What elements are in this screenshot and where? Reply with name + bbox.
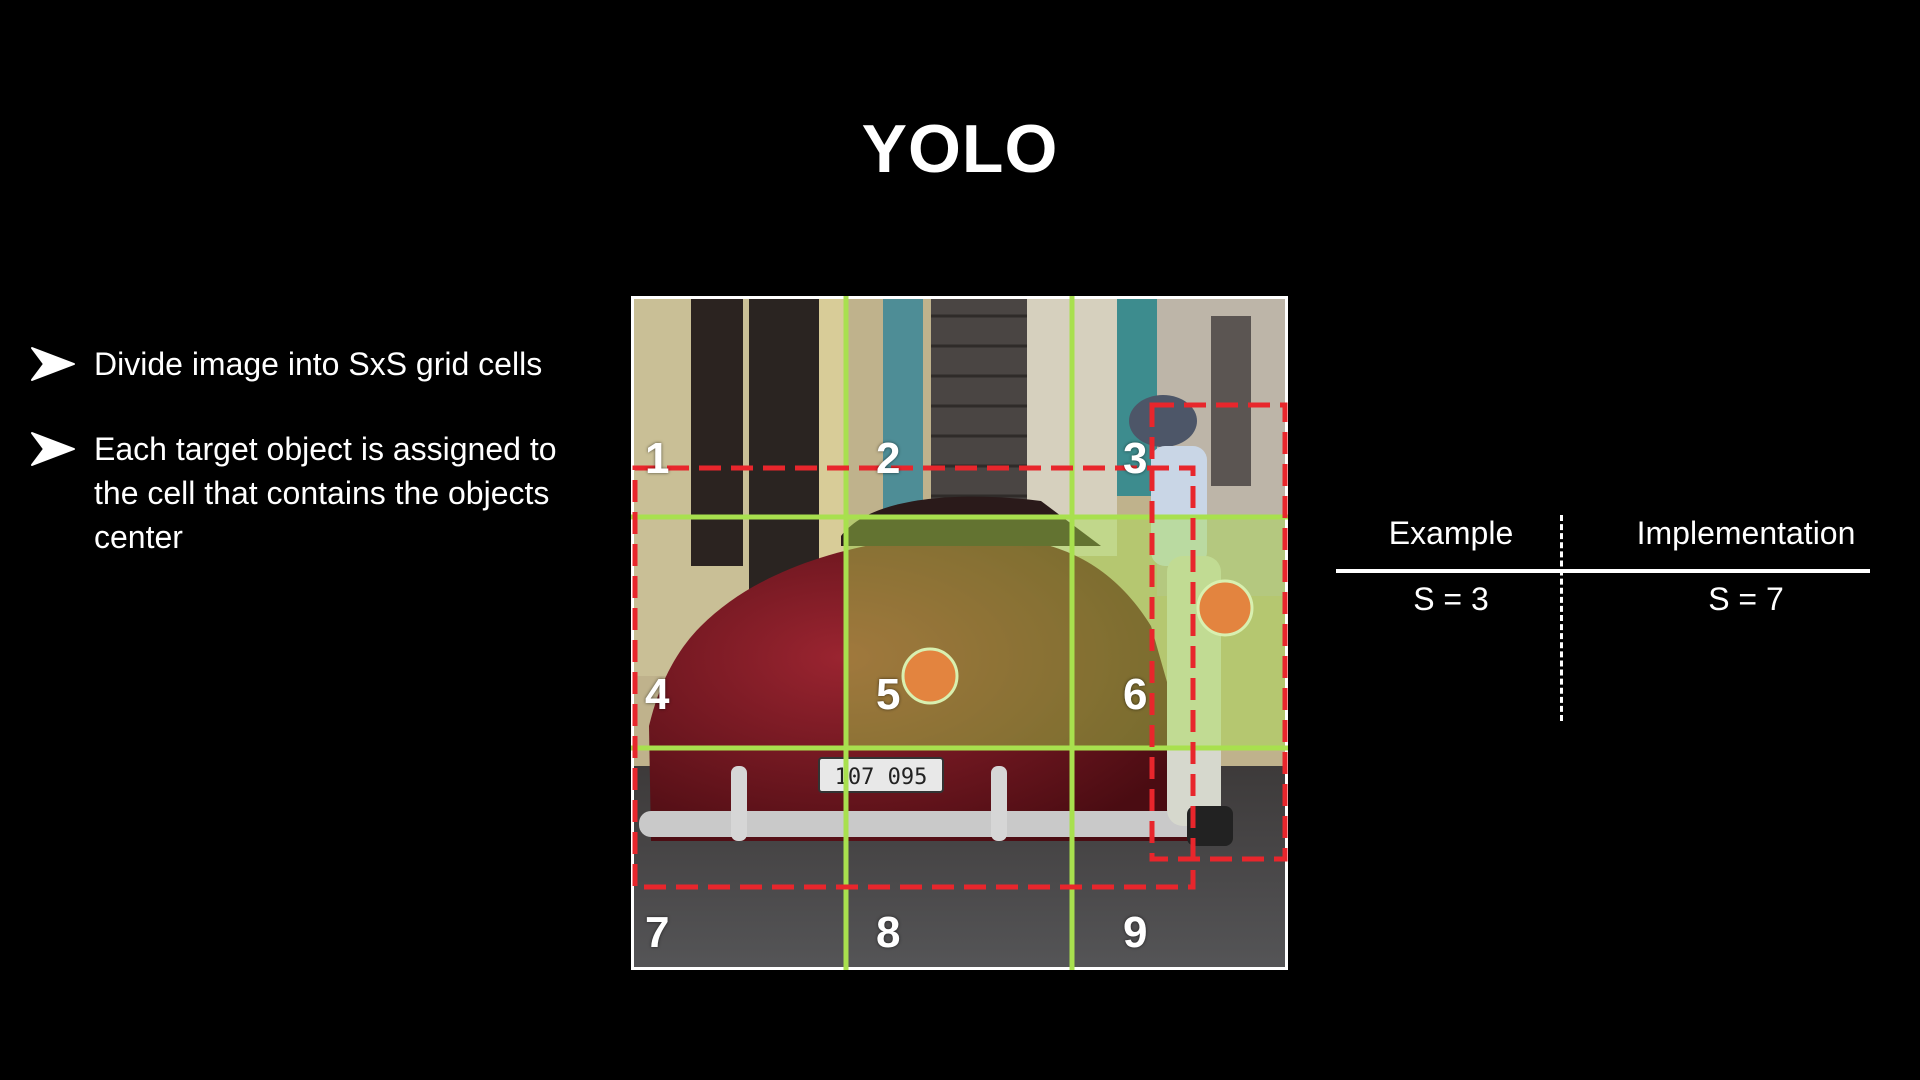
cell-label-3: 3 — [1123, 434, 1148, 483]
street-photo-illustration: 107 095 — [631, 296, 1288, 970]
bullet-item: Divide image into SxS grid cells — [28, 342, 542, 386]
comparison-table: Example Implementation S = 3 S = 7 — [1336, 515, 1872, 725]
table-value-example: S = 3 — [1413, 581, 1489, 617]
cell-label-1: 1 — [645, 434, 670, 483]
table-header-implementation: Implementation — [1636, 515, 1856, 551]
bullet-item: Each target object is assigned to the ce… — [28, 427, 588, 559]
table-divider-horizontal — [1336, 569, 1870, 573]
cell-label-5: 5 — [876, 670, 901, 719]
grid-image-figure: 107 095 1 2 3 4 5 6 7 8 9 — [631, 296, 1288, 970]
arrow-bullet-icon — [31, 432, 75, 466]
cell-label-2: 2 — [876, 434, 901, 483]
bullet-text: Each target object is assigned to the ce… — [94, 431, 557, 555]
table-header-example: Example — [1388, 515, 1514, 551]
cell-label-6: 6 — [1123, 670, 1148, 719]
cell-label-7: 7 — [645, 908, 670, 957]
cell-label-9: 9 — [1123, 908, 1148, 957]
svg-text:107 095: 107 095 — [835, 765, 928, 790]
slide-title: YOLO — [861, 111, 1059, 187]
table-divider-vertical — [1560, 515, 1563, 721]
arrow-bullet-icon — [31, 347, 75, 381]
bullet-text: Divide image into SxS grid cells — [94, 346, 543, 382]
cell-label-4: 4 — [645, 670, 670, 719]
cell-label-8: 8 — [876, 908, 901, 957]
table-value-implementation: S = 7 — [1708, 581, 1784, 617]
